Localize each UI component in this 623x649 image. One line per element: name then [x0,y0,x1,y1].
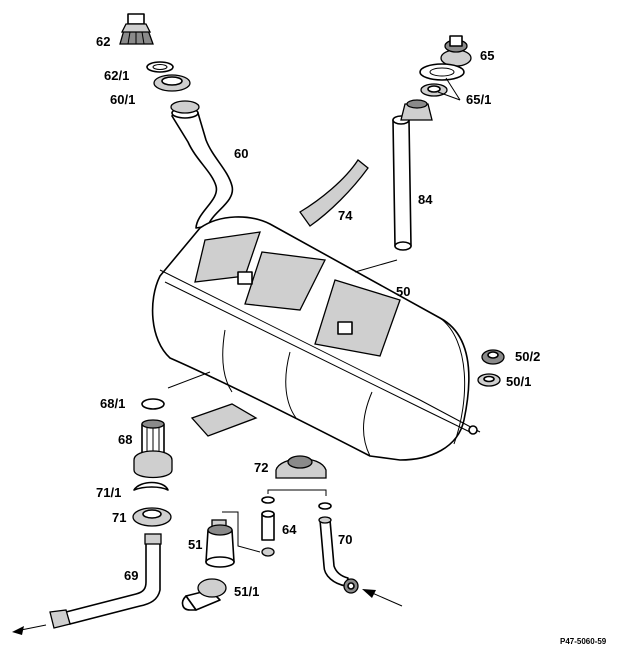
label-51-1: 51/1 [234,584,259,599]
banjo-fitting-part-51-1 [181,578,227,611]
label-50: 50 [396,284,410,299]
lock-ring-part-71 [132,507,172,527]
label-71: 71 [112,510,126,525]
tank-pad-part [190,403,258,437]
vent-valve-part [400,99,433,121]
label-50-2: 50/2 [515,349,540,364]
label-51: 51 [188,537,202,552]
hose-clamp-64-top [261,496,275,504]
label-74: 74 [338,208,353,223]
label-70: 70 [338,532,352,547]
label-84: 84 [418,192,433,207]
flow-arrow-right [362,589,403,607]
sender-unit-part-68 [133,419,173,479]
cover-part-72 [275,455,327,479]
label-62-1: 62/1 [104,68,129,83]
o-ring-68-1 [141,398,165,410]
clip-part-71-1 [133,481,169,491]
rubber-boot-part-74 [299,159,369,227]
label-65: 65 [480,48,494,63]
fuel-tank-part [151,216,481,461]
filler-cap-part [119,13,154,45]
reference-code: P47-5060-59 [560,637,607,646]
seal-ring-62-1 [146,61,174,73]
label-60: 60 [234,146,248,161]
vent-pipe-part [392,115,412,251]
tube-part-64 [261,513,275,541]
filler-neck-part [170,100,234,229]
label-71-1: 71/1 [96,485,121,500]
fuel-line-part-69 [49,533,162,629]
label-68: 68 [118,432,132,447]
hose-part-70 [318,502,349,587]
label-72: 72 [254,460,268,475]
retaining-ring-60-1 [153,74,191,92]
label-64: 64 [282,522,297,537]
label-65-1: 65/1 [466,92,491,107]
pump-part-51 [205,519,235,568]
washer-65-1-a [419,63,465,81]
label-60-1: 60/1 [110,92,135,107]
label-50-1: 50/1 [506,374,531,389]
label-69: 69 [124,568,138,583]
label-62: 62 [96,34,110,49]
label-68-1: 68/1 [100,396,125,411]
flow-arrow-left [12,624,47,635]
washer-part-50-1 [477,373,501,387]
cap-part-65 [440,35,472,67]
nut-part-50-2 [481,349,505,365]
